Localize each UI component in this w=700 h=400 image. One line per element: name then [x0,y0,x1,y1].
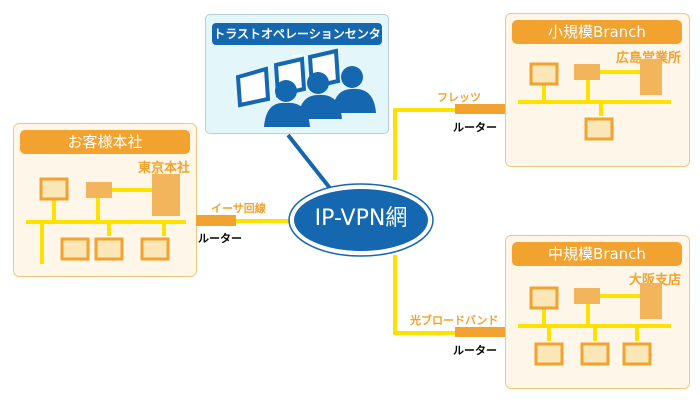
medium-wan-line [393,255,455,335]
small-wan-line [393,108,455,180]
hq-router-label: ルーター [198,232,242,245]
medium-link-type: 光ブロードバンド [410,314,499,327]
site-small-location: 広島営業所 [615,51,681,66]
small-link-type: フレッツ [437,91,481,104]
site-hq-title: お客様本社 [20,130,190,154]
site-medium-branch: 中規模Branch 大阪支店 [505,235,690,389]
ip-vpn-cloud [294,189,428,251]
small-router-label: ルーター [453,121,497,134]
hq-lan [26,174,186,264]
operation-center: トラストオペレーションセンター [205,14,389,134]
site-hq-location: 東京本社 [137,161,190,176]
small-router-icon [455,104,505,114]
ip-vpn-label: IP-VPN網 [314,206,408,231]
site-medium-title: 中規模Branch [512,242,682,266]
site-small-title: 小規模Branch [512,20,682,44]
hq-link-type: イーサ回線 [211,202,266,215]
center-link-line [286,133,335,194]
site-hq: お客様本社 東京本社 [13,123,197,277]
medium-router-label: ルーター [453,344,497,357]
call-center-operators-icon [235,48,376,127]
hq-router-icon [196,215,236,226]
medium-lan [518,283,671,366]
small-lan [518,59,671,141]
site-small-branch: 小規模Branch 広島営業所 [505,13,690,167]
medium-router-icon [455,327,505,337]
